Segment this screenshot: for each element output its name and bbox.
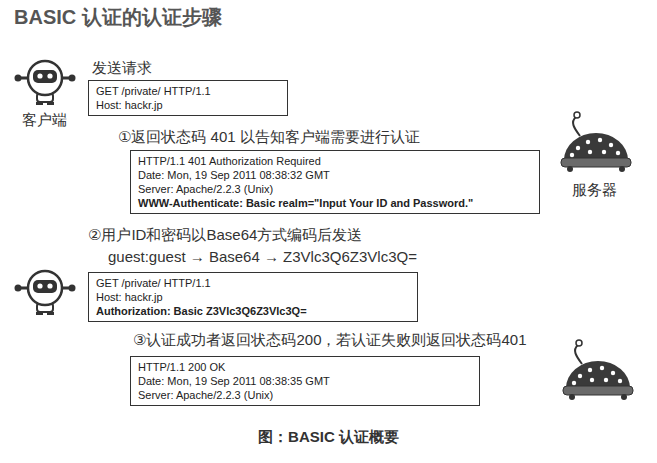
message-line: HTTP/1.1 401 Authorization Required xyxy=(138,154,532,168)
message-line: Host: hackr.jp xyxy=(96,290,410,304)
message-line: HTTP/1.1 200 OK xyxy=(138,360,472,374)
message-line: WWW-Authenticate: Basic realm="Input You… xyxy=(138,196,532,210)
client-robot xyxy=(15,61,76,105)
role-label: 客户端 xyxy=(22,110,67,129)
http-message-box: HTTP/1.1 200 OKDate: Mon, 19 Sep 2011 08… xyxy=(130,356,480,406)
diagram-title: BASIC 认证的认证步骤 xyxy=(14,4,222,31)
figure-caption: 图：BASIC 认证概要 xyxy=(0,428,657,447)
step-note: ③认证成功者返回状态码200，若认证失败则返回状态码401 xyxy=(133,330,527,349)
message-line: Server: Apache/2.2.3 (Unix) xyxy=(138,388,472,402)
step-note: 发送请求 xyxy=(92,58,152,77)
message-line: Date: Mon, 19 Sep 2011 08:38:32 GMT xyxy=(138,168,532,182)
step-note: ①返回状态码 401 以告知客户端需要进行认证 xyxy=(118,127,420,146)
http-message-box: HTTP/1.1 401 Authorization RequiredDate:… xyxy=(130,150,540,214)
message-line: Authorization: Basic Z3Vlc3Q6Z3Vlc3Q= xyxy=(96,304,410,318)
http-message-box: GET /private/ HTTP/1.1Host: hackr.jpAuth… xyxy=(88,272,418,322)
message-line: Date: Mon, 19 Sep 2011 08:38:35 GMT xyxy=(138,374,472,388)
http-message-box: GET /private/ HTTP/1.1Host: hackr.jp xyxy=(88,80,288,116)
message-line: GET /private/ HTTP/1.1 xyxy=(96,84,280,98)
server-machine xyxy=(563,340,633,400)
client-robot xyxy=(15,271,76,315)
server-machine xyxy=(561,112,631,172)
message-line: Host: hackr.jp xyxy=(96,98,280,112)
step-note: guest:guest → Base64 → Z3Vlc3Q6Z3Vlc3Q= xyxy=(108,247,417,266)
step-note: ②用户ID和密码以Base64方式编码后发送 xyxy=(88,225,362,244)
role-label: 服务器 xyxy=(572,180,617,199)
message-line: Server: Apache/2.2.3 (Unix) xyxy=(138,182,532,196)
message-line: GET /private/ HTTP/1.1 xyxy=(96,276,410,290)
